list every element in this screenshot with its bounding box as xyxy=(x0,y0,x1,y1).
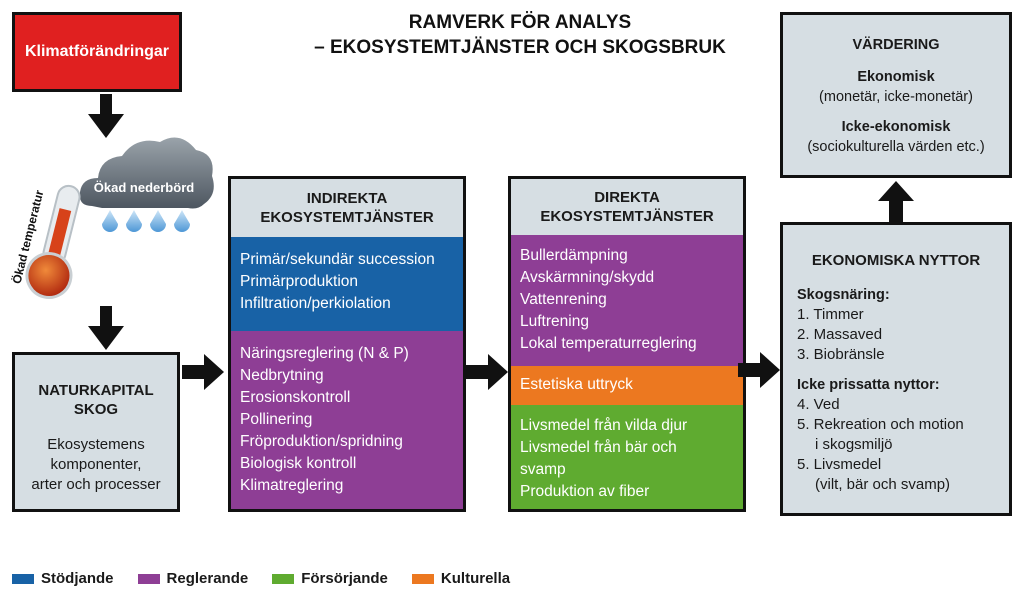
naturkapital-line: Ekosystemens xyxy=(47,436,145,453)
vardering-box: VÄRDERING Ekonomisk (monetär, icke-monet… xyxy=(780,12,1012,178)
service-item: Nedbrytning xyxy=(240,367,324,384)
nytta-item-cont: i skogsmiljö xyxy=(815,436,893,453)
service-item: Primärproduktion xyxy=(240,273,359,290)
service-item: Produktion av fiber xyxy=(520,483,650,500)
nytta-item: 5. Livsmedel xyxy=(797,456,882,473)
title-line-2: – EKOSYSTEMTJÄNSTER OCH SKOGSBRUK xyxy=(314,37,726,58)
klimat-label: Klimatförändringar xyxy=(24,43,169,60)
service-item: Estetiska uttryck xyxy=(520,376,633,394)
direkta-heading: DIREKTA EKOSYSTEMTJÄNSTER xyxy=(511,179,743,236)
service-item: Lokal temperaturreglering xyxy=(520,335,697,353)
naturkapital-line: komponenter, xyxy=(50,456,142,473)
title-line-1: RAMVERK FÖR ANALYS xyxy=(408,12,632,33)
naturkapital-text: Ekosystemens komponenter, arter och proc… xyxy=(15,435,177,495)
icke-ekonomisk-sub: (sociokulturella värden etc.) xyxy=(807,139,985,155)
legend-swatch xyxy=(411,573,434,584)
nytta-item: 5. Rekreation och motion xyxy=(797,416,964,433)
service-item: Luftrening xyxy=(520,313,589,331)
arrow-down-icon xyxy=(88,306,124,350)
ekonomisk-sub: (monetär, icke-monetär) xyxy=(819,89,973,105)
skogsnaring-label: Skogsnäring: xyxy=(797,287,890,303)
naturkapital-heading-1: NATURKAPITAL xyxy=(38,382,154,399)
arrow-right-icon xyxy=(466,354,508,390)
naturkapital-heading: NATURKAPITAL SKOG xyxy=(15,381,177,419)
naturkapital-line: arter och processer xyxy=(31,476,161,493)
indirekta-heading-2: EKOSYSTEMTJÄNSTER xyxy=(260,209,434,226)
legend-item: Försörjande xyxy=(272,570,388,587)
legend-item: Stödjande xyxy=(12,570,114,587)
arrow-right-icon xyxy=(738,352,780,388)
nytta-item: 4. Ved xyxy=(797,396,840,413)
service-item: Primär/sekundär succession xyxy=(240,251,435,268)
nytta-item-cont: (vilt, bär och svamp) xyxy=(815,476,951,493)
arrow-up-icon xyxy=(878,181,914,223)
ekonomiska-nyttor-box: EKONOMISKA NYTTOR Skogsnäring: 1. Timmer… xyxy=(780,222,1012,516)
legend-swatch xyxy=(272,573,295,584)
service-item: Avskärmning/skydd xyxy=(520,269,655,287)
service-item: Erosionskontroll xyxy=(240,389,351,406)
legend-item: Reglerande xyxy=(137,570,249,587)
service-item: Fröproduktion/spridning xyxy=(240,433,403,450)
service-item: Infiltration/perkiolation xyxy=(240,295,391,312)
service-item: Bullerdämpning xyxy=(520,247,628,265)
direkta-heading-1: DIREKTA xyxy=(594,189,660,207)
direkta-kulturella: Estetiska uttryck xyxy=(511,365,743,405)
direkta-reglerande: Bullerdämpning Avskärmning/skydd Vattenr… xyxy=(511,235,743,366)
indirekta-heading-1: INDIREKTA xyxy=(306,190,388,207)
legend-item: Kulturella xyxy=(411,570,511,587)
direkta-heading-2: EKOSYSTEMTJÄNSTER xyxy=(540,208,714,226)
nytta-item: 2. Massaved xyxy=(797,326,883,343)
legend-label: Kulturella xyxy=(440,570,511,587)
klimat-box: Klimatförändringar xyxy=(12,12,182,92)
indirekta-heading: INDIREKTA EKOSYSTEMTJÄNSTER xyxy=(231,179,463,237)
service-item: Biologisk kontroll xyxy=(240,455,357,472)
rain-cloud-icon xyxy=(79,137,214,232)
icke-prissatta-label: Icke prissatta nyttor: xyxy=(797,377,940,393)
naturkapital-box: NATURKAPITAL SKOG Ekosystemens komponent… xyxy=(12,352,180,512)
naturkapital-heading-2: SKOG xyxy=(73,401,119,418)
ekonomisk-label: Ekonomisk xyxy=(857,69,935,85)
service-item: Livsmedel från bär och xyxy=(520,439,677,456)
icke-ekonomisk-label: Icke-ekonomisk xyxy=(841,119,951,135)
nytta-item: 1. Timmer xyxy=(797,306,864,323)
legend-label: Försörjande xyxy=(301,570,388,587)
vardering-heading: VÄRDERING xyxy=(852,37,940,53)
nyttor-heading: EKONOMISKA NYTTOR xyxy=(811,252,981,269)
indirekta-box: INDIREKTA EKOSYSTEMTJÄNSTER Primär/sekun… xyxy=(228,176,466,512)
arrow-down-icon xyxy=(88,94,124,138)
legend-swatch xyxy=(12,573,34,584)
direkta-box: DIREKTA EKOSYSTEMTJÄNSTER Bullerdämpning… xyxy=(508,176,746,512)
nytta-item: 3. Biobränsle xyxy=(797,346,885,363)
service-item: Pollinering xyxy=(240,411,313,428)
legend: Stödjande Reglerande Försörjande Kulture… xyxy=(12,570,534,587)
legend-swatch xyxy=(137,573,160,584)
service-item: Vattenrening xyxy=(520,291,607,309)
indirekta-reglerande: Näringsreglering (N & P) Nedbrytning Ero… xyxy=(231,331,463,509)
direkta-forsorjande: Livsmedel från vilda djur Livsmedel från… xyxy=(511,405,743,509)
cloud-label: Ökad nederbörd xyxy=(93,180,195,195)
service-item: svamp xyxy=(520,461,566,478)
service-item: Livsmedel från vilda djur xyxy=(520,417,688,434)
legend-label: Stödjande xyxy=(41,570,114,587)
service-item: Klimatreglering xyxy=(240,477,344,494)
arrow-right-icon xyxy=(182,354,224,390)
indirekta-stodjande: Primär/sekundär succession Primärprodukt… xyxy=(231,237,463,331)
service-item: Näringsreglering (N & P) xyxy=(240,345,409,362)
legend-label: Reglerande xyxy=(166,570,249,587)
diagram-title: RAMVERK FÖR ANALYS – EKOSYSTEMTJÄNSTER O… xyxy=(290,10,750,60)
thermometer-icon xyxy=(25,184,81,300)
